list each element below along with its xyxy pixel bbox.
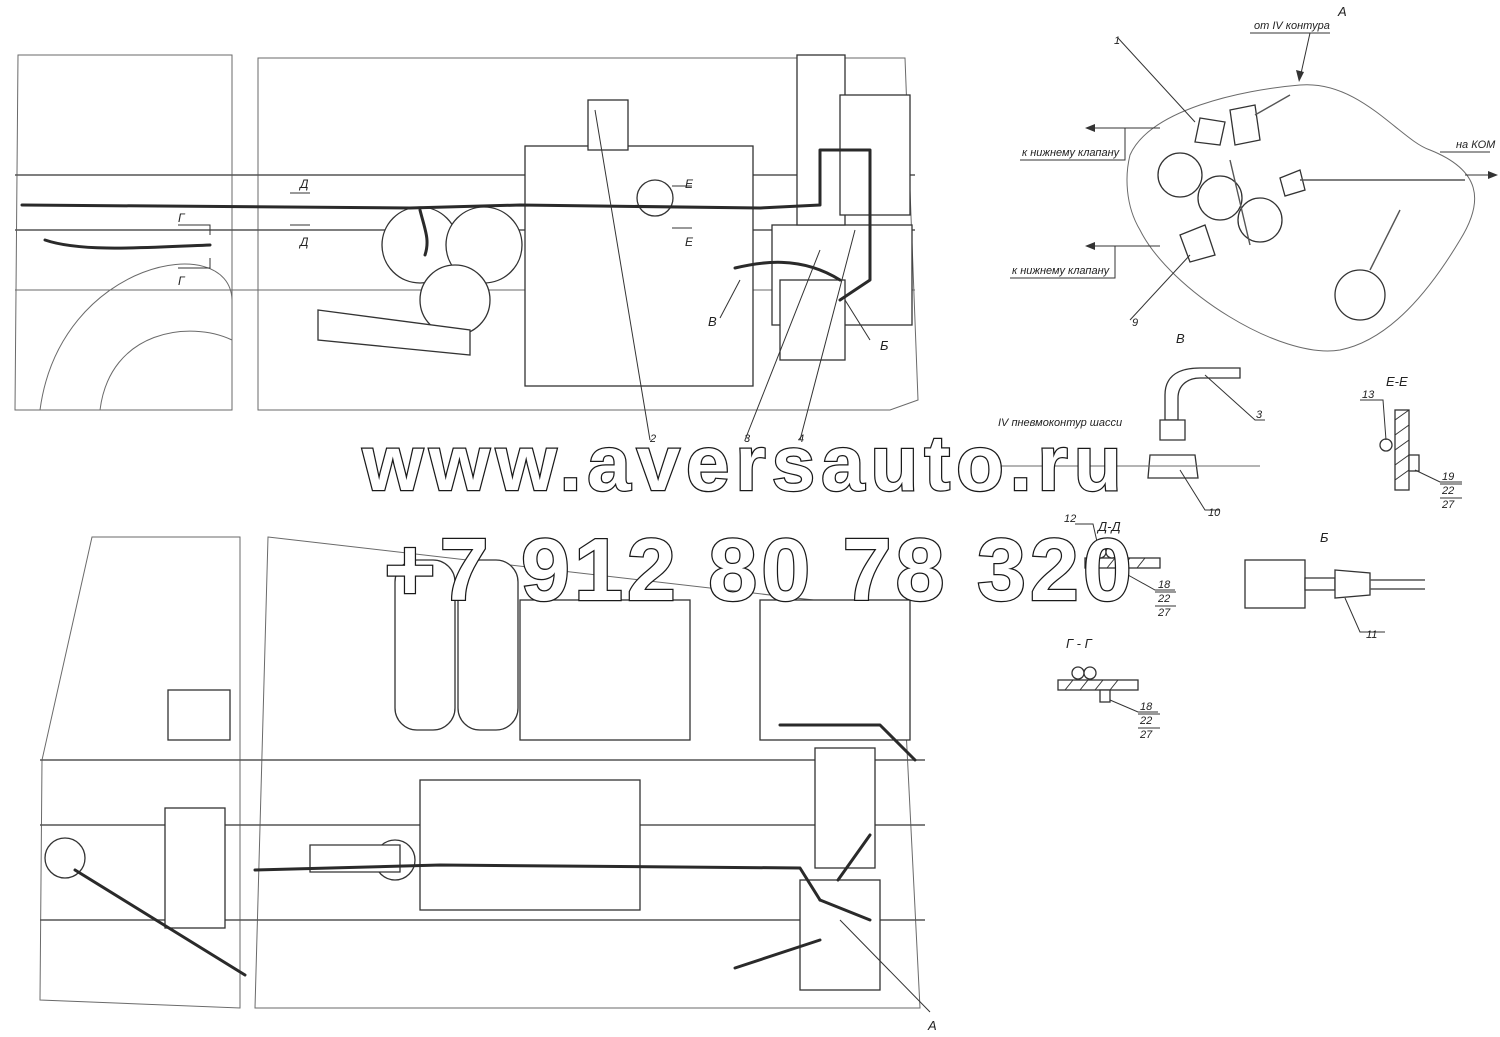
callout-10: 10 bbox=[1208, 507, 1221, 519]
view-V-title: В bbox=[1176, 331, 1185, 346]
callout-18-G: 18 bbox=[1140, 701, 1153, 713]
callout-13: 13 bbox=[1362, 389, 1375, 401]
annotation-to-lower-valve-1: к нижнему клапану bbox=[1022, 147, 1121, 159]
callout-22-E: 22 bbox=[1441, 485, 1454, 497]
section-D-D bbox=[1075, 523, 1175, 591]
callout-22-G: 22 bbox=[1139, 715, 1152, 727]
labels: А А Б В Г - Г Д-Д Е-Е Г Г Д Д Е Е В Б от… bbox=[178, 4, 1496, 1033]
callout-19: 19 bbox=[1442, 471, 1454, 483]
bottom-plan-view bbox=[39, 536, 931, 1013]
annotation-chassis-contour: IV пневмоконтур шасси bbox=[998, 417, 1122, 429]
section-mark-D-top: Д bbox=[298, 177, 309, 191]
callout-3-viewV: 3 bbox=[1256, 409, 1263, 421]
callout-11: 11 bbox=[1366, 629, 1377, 641]
callout-27-E: 27 bbox=[1441, 499, 1455, 511]
callout-18-D: 18 bbox=[1158, 579, 1171, 591]
annotation-from-contour: от IV контура bbox=[1254, 20, 1330, 32]
watermark: www.aversauto.ru +7 912 80 78 320 bbox=[360, 418, 1136, 621]
callout-3-top: 3 bbox=[744, 433, 751, 445]
callout-22-D: 22 bbox=[1157, 593, 1170, 605]
top-side-view bbox=[14, 54, 919, 441]
section-E-E bbox=[1360, 399, 1462, 491]
view-B bbox=[1244, 559, 1425, 633]
annotation-to-kom: на КОМ bbox=[1456, 139, 1496, 151]
view-B-title: Б bbox=[1320, 530, 1329, 545]
section-D-title: Д-Д bbox=[1096, 519, 1121, 534]
section-mark-D-bottom: Д bbox=[298, 235, 309, 249]
view-A-title: А bbox=[1337, 4, 1347, 19]
callout-12: 12 bbox=[1064, 513, 1076, 525]
watermark-phone: +7 912 80 78 320 bbox=[384, 520, 1136, 619]
section-mark-G-top: Г bbox=[178, 211, 186, 225]
valve-block-A bbox=[799, 879, 881, 991]
callout-4: 4 bbox=[798, 433, 804, 445]
section-mark-E-bottom: Е bbox=[685, 235, 694, 249]
callout-9: 9 bbox=[1132, 317, 1138, 329]
section-G-G bbox=[1057, 666, 1158, 713]
fuel-tank bbox=[524, 145, 754, 387]
view-V bbox=[1000, 367, 1265, 511]
section-mark-V: В bbox=[708, 314, 717, 329]
view-A bbox=[1010, 32, 1498, 352]
view-A-bottom-label: А bbox=[927, 1018, 937, 1033]
annotation-to-lower-valve-2: к нижнему клапану bbox=[1012, 265, 1111, 277]
callout-27-G: 27 bbox=[1139, 729, 1153, 741]
callout-1: 1 bbox=[1114, 35, 1120, 47]
callout-27-D: 27 bbox=[1157, 607, 1171, 619]
receiver-vertical bbox=[394, 559, 456, 731]
section-E-title: Е-Е bbox=[1386, 374, 1408, 389]
watermark-site: www.aversauto.ru bbox=[362, 419, 1128, 507]
section-mark-G-bottom: Г bbox=[178, 274, 186, 288]
section-mark-E-top: Е bbox=[685, 177, 694, 191]
callout-2: 2 bbox=[649, 433, 656, 445]
section-mark-B: Б bbox=[880, 338, 889, 353]
section-G-title: Г - Г bbox=[1066, 636, 1093, 651]
